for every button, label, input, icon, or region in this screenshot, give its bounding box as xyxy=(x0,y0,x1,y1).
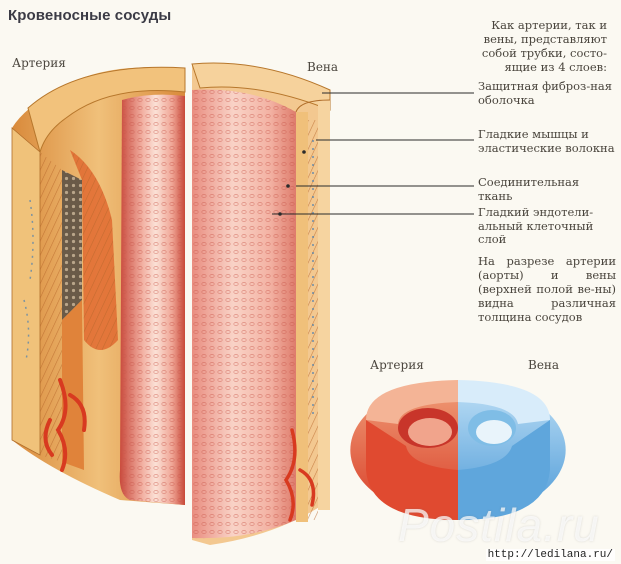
intro-text: Как артерии, так и вены, представляют со… xyxy=(481,18,607,74)
vein-cutaway xyxy=(191,62,331,545)
layer-muscle: Гладкие мышцы и эластические волокна xyxy=(478,127,615,155)
label-vein: Вена xyxy=(307,60,339,74)
layer-adventitia: Защитная фиброз-ная оболочка xyxy=(478,79,612,107)
label-vein-section: Вена xyxy=(528,358,560,372)
label-artery-section: Артерия xyxy=(370,358,424,372)
artery-cutaway xyxy=(11,66,186,506)
layer-endothelium: Гладкий эндотели-альный клеточный слой xyxy=(478,205,594,246)
page-title: Кровеносные сосуды xyxy=(8,7,172,24)
note-text: На разрезе артерии (аорты) и вены (верхн… xyxy=(478,254,616,324)
layer-connective: Соединительная ткань xyxy=(478,175,580,203)
leader-lines xyxy=(272,92,474,215)
cross-section-ring xyxy=(350,380,566,520)
source-url: http://ledilana.ru/ xyxy=(485,549,615,561)
watermark-logo: Postila.ru xyxy=(398,499,600,551)
label-artery: Артерия xyxy=(12,56,66,70)
